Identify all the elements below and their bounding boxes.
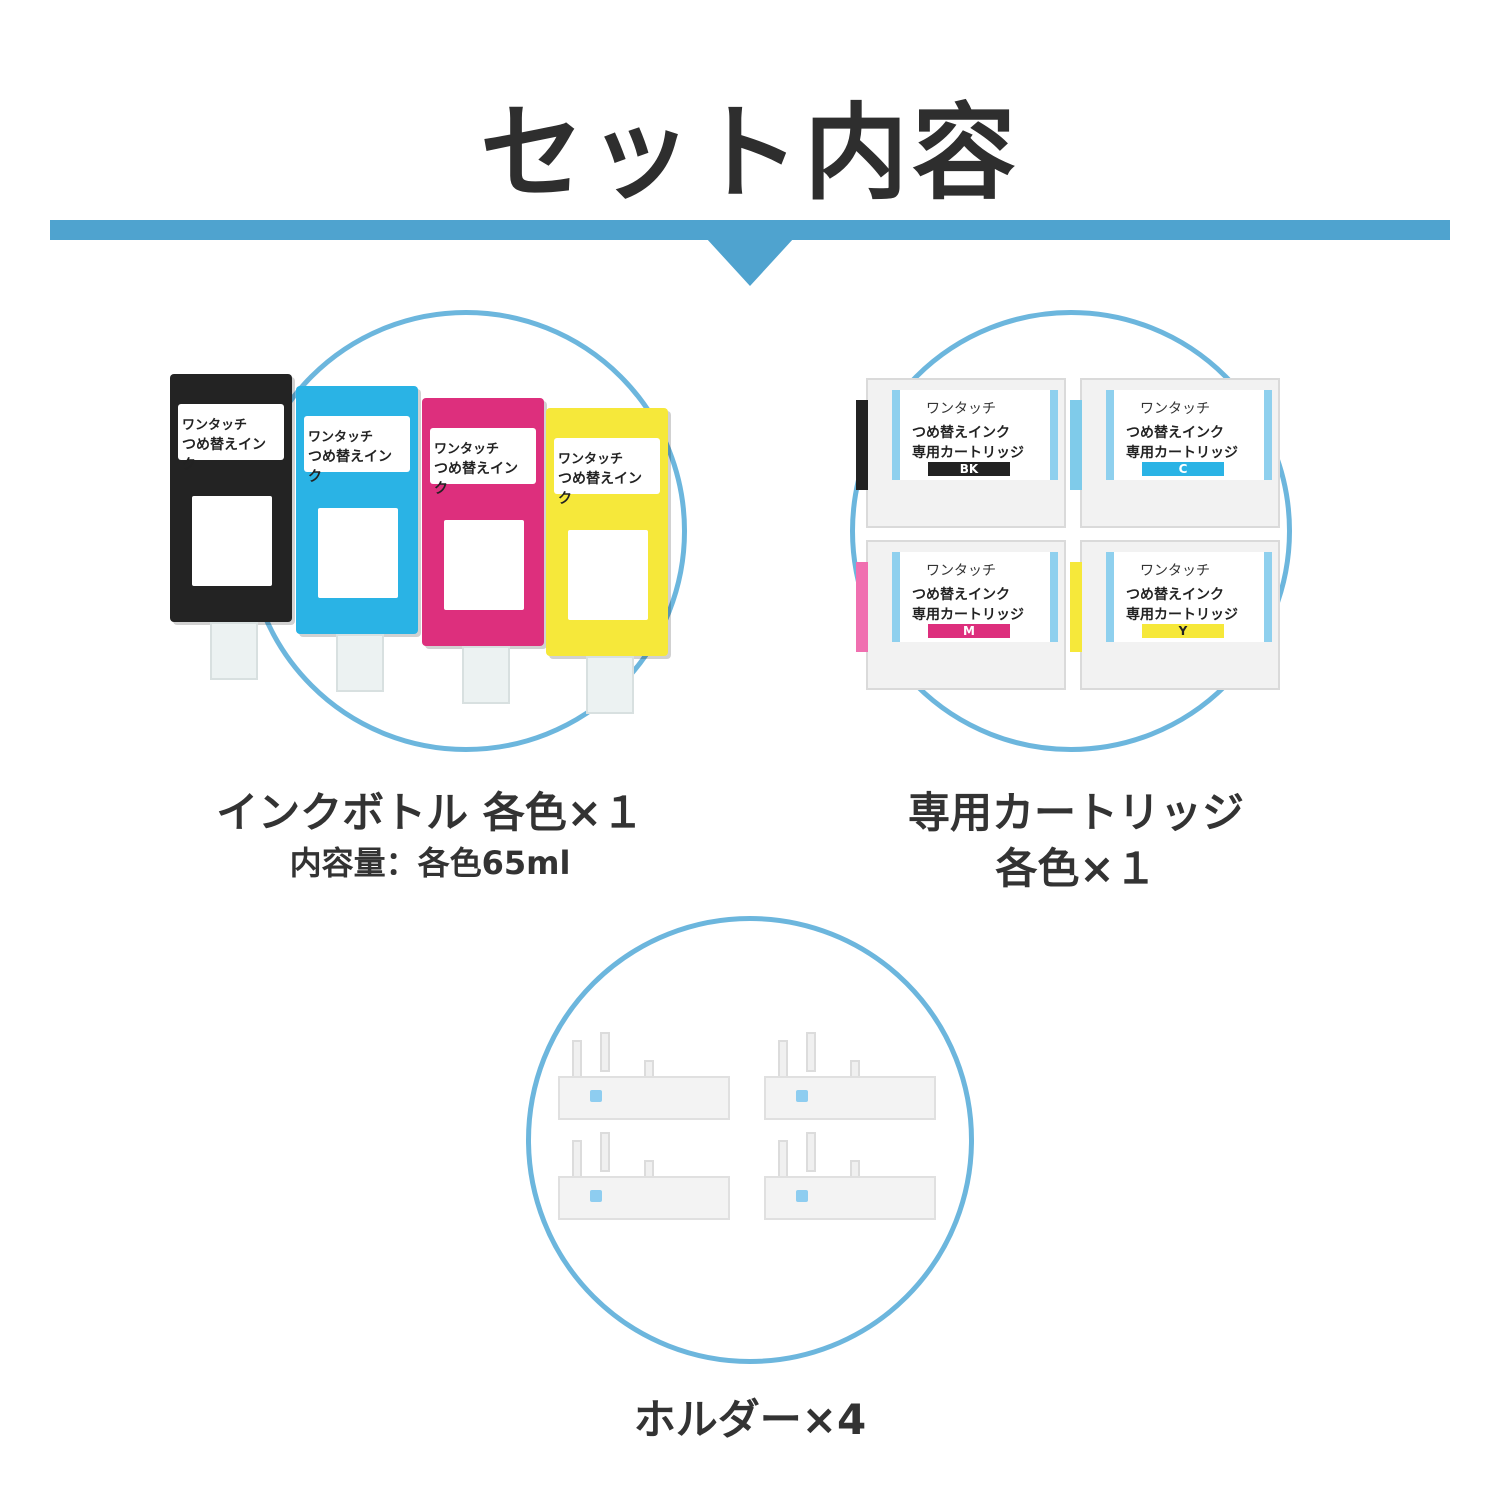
holder-3 [558, 1132, 730, 1224]
title-divider [50, 220, 1450, 240]
cartridge-quantity: 各色×１ [995, 844, 1157, 893]
bottle-product: つめ替えインク [308, 449, 392, 485]
cartridge-line2: 専用カートリッジ [912, 607, 1024, 623]
cartridge-line1: つめ替えインク [1126, 587, 1224, 603]
holder-caption: ホルダー×4 [500, 1392, 1000, 1448]
holder-1 [558, 1032, 730, 1124]
cartridge-code: M [928, 624, 1010, 638]
cartridge-caption: 専用カートリッジ 各色×１ [826, 785, 1326, 897]
bottle-product: つめ替えインク [434, 461, 518, 497]
bottle-nozzle [462, 646, 510, 704]
bottle-nozzle [586, 656, 634, 714]
cartridge-line1: つめ替えインク [912, 587, 1010, 603]
cartridge-magenta: ワンタッチ つめ替えインク 専用カートリッジ M [856, 540, 1066, 690]
cartridge-black: ワンタッチ つめ替えインク 専用カートリッジ BK [856, 378, 1066, 528]
cartridge-cyan: ワンタッチ つめ替えインク 専用カートリッジ C [1070, 378, 1280, 528]
ink-bottle-capacity: 内容量：各色65ml [289, 844, 571, 882]
holder-2 [764, 1032, 936, 1124]
page-title: セット内容 [479, 92, 1020, 214]
bottle-brand: ワンタッチ [308, 430, 374, 445]
bottle-brand: ワンタッチ [558, 452, 624, 467]
divider-arrow-icon [706, 238, 794, 286]
bottle-notice [318, 508, 398, 598]
cartridge-yellow: ワンタッチ つめ替えインク 専用カートリッジ Y [1070, 540, 1280, 690]
cartridge-code: C [1142, 462, 1224, 476]
bottle-brand: ワンタッチ [182, 418, 248, 433]
cartridge-brand: ワンタッチ [1140, 401, 1210, 417]
cartridge-brand: ワンタッチ [926, 563, 996, 579]
bottle-nozzle [336, 634, 384, 692]
cartridge-line2: 専用カートリッジ [912, 445, 1024, 461]
bottle-notice [192, 496, 272, 586]
ink-bottle-label: インクボトル 各色×１ [216, 788, 644, 837]
bottle-notice [444, 520, 524, 610]
bottle-product: つめ替えインク [558, 471, 642, 507]
bottle-brand: ワンタッチ [434, 442, 500, 457]
cartridge-line1: つめ替えインク [912, 425, 1010, 441]
cartridge-line2: 専用カートリッジ [1126, 607, 1238, 623]
ink-bottle-caption: インクボトル 各色×１ 内容量：各色65ml [180, 785, 680, 885]
cartridge-code: BK [928, 462, 1010, 476]
bottle-nozzle [210, 622, 258, 680]
bottle-product: つめ替えインク [182, 437, 266, 473]
bottle-notice [568, 530, 648, 620]
cartridge-label: 専用カートリッジ [907, 788, 1244, 837]
cartridge-brand: ワンタッチ [926, 401, 996, 417]
cartridge-line1: つめ替えインク [1126, 425, 1224, 441]
cartridge-code: Y [1142, 624, 1224, 638]
holder-label: ホルダー×4 [633, 1395, 867, 1444]
holder-4 [764, 1132, 936, 1224]
cartridge-line2: 専用カートリッジ [1126, 445, 1238, 461]
cartridge-brand: ワンタッチ [1140, 563, 1210, 579]
